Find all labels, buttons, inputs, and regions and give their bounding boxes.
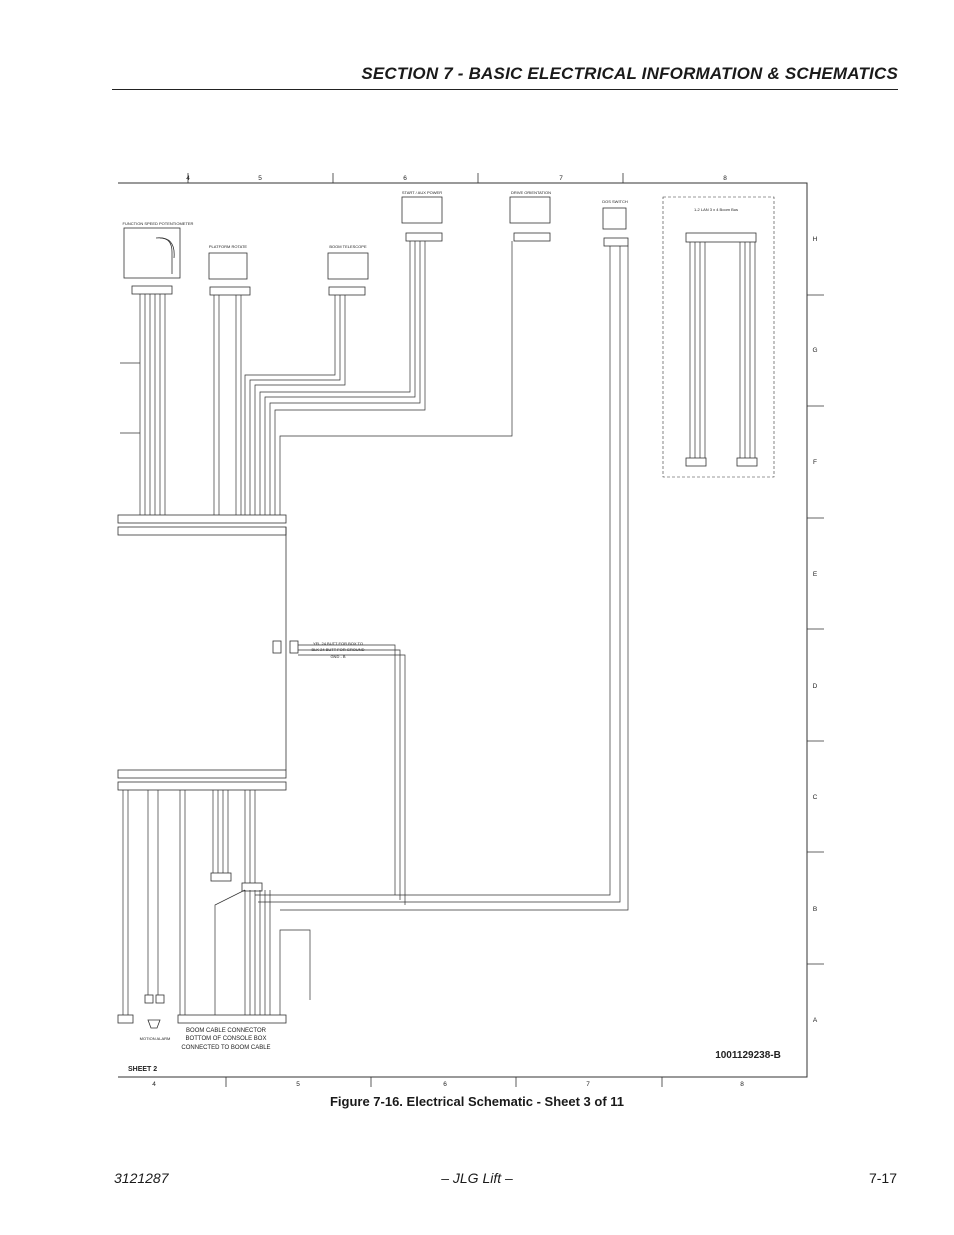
top-col-6: 6 — [403, 175, 407, 182]
footer-page-number: 7-17 — [868, 1170, 897, 1186]
footer-publisher: – JLG Lift – — [441, 1170, 513, 1186]
top-col-8: 8 — [723, 175, 727, 182]
label-dos-switch: DOS SWITCH — [602, 199, 628, 204]
sheet-label: SHEET 2 — [128, 1066, 157, 1073]
row-e: E — [813, 571, 818, 578]
row-a: A — [813, 1017, 818, 1024]
row-b: B — [813, 906, 817, 913]
bottom-col-6: 6 — [443, 1081, 447, 1088]
row-h: H — [813, 236, 818, 243]
drawing-number: 1001129238-B — [715, 1050, 781, 1061]
row-d: D — [813, 683, 818, 690]
label-boom-telescope: BOOM TELESCOPE — [329, 244, 367, 249]
row-f: F — [813, 459, 817, 466]
label-boom-cable-2: BOTTOM OF CONSOLE BOX — [186, 1036, 267, 1042]
bottom-col-8: 8 — [740, 1081, 744, 1088]
label-start-aux: START / AUX POWER — [402, 190, 442, 195]
label-boom-cable-3: CONNECTED TO BOOM CABLE — [181, 1045, 270, 1051]
bottom-col-7: 7 — [586, 1081, 590, 1088]
row-g: G — [812, 347, 817, 354]
label-motion-alarm: MOTION ALARM — [140, 1036, 171, 1041]
label-gnd: GND - B — [330, 654, 345, 659]
section-title: SECTION 7 - BASIC ELECTRICAL INFORMATION… — [361, 64, 898, 83]
figure-caption: Figure 7-16. Electrical Schematic - Shee… — [329, 1094, 625, 1109]
header-rule — [112, 89, 898, 90]
label-function-speed: FUNCTION SPEED POTENTIOMETER — [123, 221, 194, 226]
row-c: C — [813, 794, 818, 801]
label-platform-rotate: PLATFORM ROTATE — [209, 244, 248, 249]
bottom-col-4: 4 — [152, 1081, 156, 1088]
label-lan: 1-2 LAN 3 x 4 Boom Bus — [694, 207, 738, 212]
top-col-5: 5 — [258, 175, 262, 182]
label-drive-orientation: DRIVE ORIENTATION — [511, 190, 551, 195]
label-boom-cable-1: BOOM CABLE CONNECTOR — [186, 1028, 267, 1034]
label-rod-2: BLK 24 BUTT FOR GROUND — [311, 647, 364, 652]
top-col-4: 4 — [186, 175, 190, 182]
label-rod-1: YEL 24 BUTT FOR BOX TO — [313, 641, 363, 646]
bottom-col-5: 5 — [296, 1081, 300, 1088]
footer-doc-number: 3121287 — [114, 1170, 169, 1186]
top-col-7: 7 — [559, 175, 563, 182]
